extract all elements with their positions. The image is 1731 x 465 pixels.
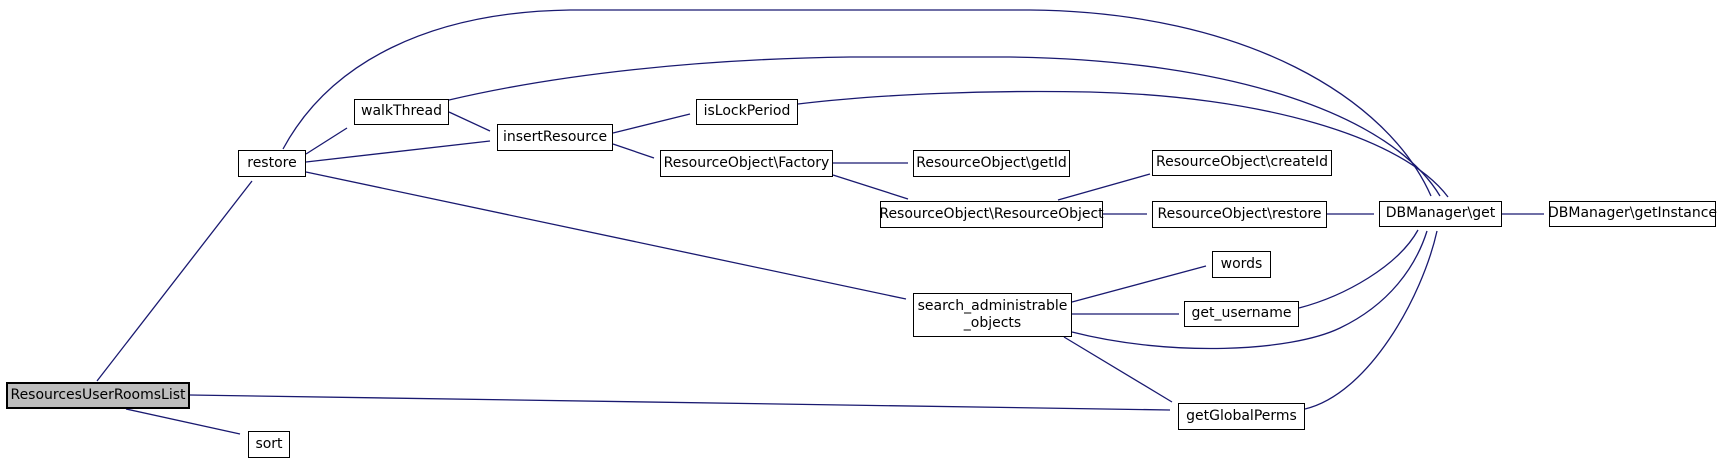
node-insert-resource[interactable]: insertResource <box>497 124 613 151</box>
node-label-search-administrable-objects: search_administrable _objects <box>917 297 1068 332</box>
edge-insert-resource-to-resource-object-factory <box>612 143 655 159</box>
edge-get-global-perms-to-db-manager-get <box>1304 230 1438 410</box>
edge-resources-user-rooms-list-to-get-global-perms <box>189 394 1171 411</box>
node-label-resource-object-factory: ResourceObject\Factory <box>663 154 830 171</box>
node-label-resources-user-rooms-list: ResourcesUserRoomsList <box>10 386 186 403</box>
node-sort[interactable]: sort <box>248 431 290 458</box>
node-label-is-lock-period: isLockPeriod <box>703 103 791 120</box>
node-label-resource-object-create-id: ResourceObject\createId <box>1156 154 1328 171</box>
node-is-lock-period[interactable]: isLockPeriod <box>696 99 798 125</box>
edge-group <box>96 9 1544 435</box>
edge-restore-to-search-administrable-objects <box>305 171 907 300</box>
node-label-get-username: get_username <box>1191 305 1292 322</box>
edge-restore-to-insert-resource <box>305 140 491 163</box>
node-get-global-perms[interactable]: getGlobalPerms <box>1178 403 1305 430</box>
node-label-resource-object-restore: ResourceObject\restore <box>1157 205 1322 222</box>
edge-get-username-to-db-manager-get <box>1298 229 1419 309</box>
node-db-manager-get[interactable]: DBManager\get <box>1379 201 1502 227</box>
node-resource-object-resource-object[interactable]: ResourceObject\ResourceObject <box>879 201 1104 228</box>
edge-resources-user-rooms-list-to-sort <box>125 408 241 435</box>
node-label-words: words <box>1220 255 1263 272</box>
node-search-administrable-objects[interactable]: search_administrable _objects <box>913 293 1072 337</box>
node-resource-object-get-id[interactable]: ResourceObject\getId <box>913 150 1070 177</box>
node-resource-object-restore[interactable]: ResourceObject\restore <box>1152 201 1327 228</box>
node-label-sort: sort <box>255 435 283 452</box>
edge-search-administrable-objects-to-get-global-perms <box>1063 336 1173 403</box>
edge-resource-object-resource-object-to-resource-object-create-id <box>1057 173 1151 201</box>
node-label-db-manager-get: DBManager\get <box>1385 205 1496 222</box>
node-label-resource-object-resource-object: ResourceObject\ResourceObject <box>879 205 1104 222</box>
node-restore[interactable]: restore <box>238 150 306 177</box>
edge-restore-to-walk-thread <box>305 127 348 155</box>
edge-insert-resource-to-is-lock-period <box>612 113 691 134</box>
edge-restore-to-db-manager-get <box>282 9 1432 197</box>
node-resource-object-create-id[interactable]: ResourceObject\createId <box>1152 150 1332 176</box>
node-label-restore: restore <box>247 154 297 171</box>
node-label-db-manager-get-instance: DBManager\getInstance <box>1548 205 1718 222</box>
edge-resource-object-factory-to-resource-object-resource-object <box>832 174 909 200</box>
node-label-resource-object-get-id: ResourceObject\getId <box>916 154 1067 171</box>
node-label-get-global-perms: getGlobalPerms <box>1186 407 1297 424</box>
node-resource-object-factory[interactable]: ResourceObject\Factory <box>660 150 833 177</box>
edge-walk-thread-to-db-manager-get <box>448 56 1441 197</box>
node-words[interactable]: words <box>1212 251 1271 278</box>
edge-search-administrable-objects-to-db-manager-get <box>1071 230 1428 350</box>
node-label-insert-resource: insertResource <box>502 128 608 145</box>
edge-search-administrable-objects-to-words <box>1071 265 1207 303</box>
edge-resources-user-rooms-list-to-restore <box>96 180 253 382</box>
edge-is-lock-period-to-db-manager-get <box>797 90 1449 198</box>
node-label-walk-thread: walkThread <box>361 103 442 120</box>
node-get-username[interactable]: get_username <box>1184 301 1299 327</box>
node-walk-thread[interactable]: walkThread <box>354 99 449 125</box>
node-resources-user-rooms-list: ResourcesUserRoomsList <box>6 382 190 409</box>
node-db-manager-get-instance[interactable]: DBManager\getInstance <box>1548 201 1718 227</box>
edge-walk-thread-to-insert-resource <box>448 111 491 132</box>
